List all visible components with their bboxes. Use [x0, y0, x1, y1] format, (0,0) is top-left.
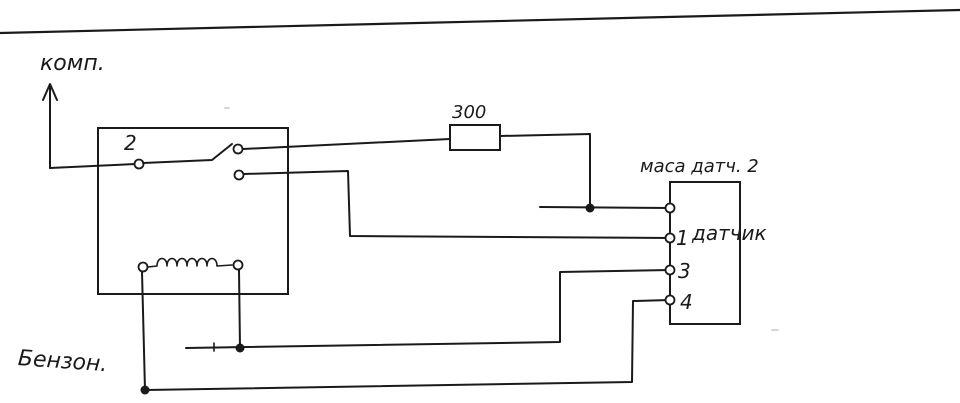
relay-box — [97, 127, 289, 295]
relay-contact-no — [232, 143, 244, 155]
junction-node-bottom — [140, 385, 150, 395]
sensor-datchik-label: датчик — [691, 221, 767, 245]
relay-switch-arm — [142, 143, 233, 164]
wire-coil-left-down — [141, 271, 146, 391]
relay-common-terminal — [133, 158, 145, 170]
resistor-300 — [449, 124, 501, 151]
sensor-pin-4-label: 4 — [680, 290, 693, 314]
komp-arrow-head-icon — [42, 83, 58, 101]
wire-resistor-to-node — [499, 133, 591, 209]
sensor-massa-label: маса датч. 2 — [640, 156, 759, 177]
junction-node-coil — [235, 343, 245, 353]
sensor-terminal-3 — [664, 264, 676, 276]
sensor-box — [669, 181, 741, 325]
coil-terminal-right — [232, 259, 244, 271]
coil-terminal-left — [137, 261, 149, 273]
sensor-pin-3-label: 3 — [678, 259, 691, 283]
wire-coil-right-down — [238, 269, 241, 349]
komp-label: комп. — [40, 51, 105, 76]
wire-contact-to-sensor-pin1 — [243, 170, 671, 239]
relay-pin-2-label: 2 — [124, 131, 137, 155]
wire-contact-to-resistor — [242, 138, 451, 150]
wire-komp-to-pin2 — [49, 163, 137, 169]
wire-massa-to-sensor — [539, 206, 671, 209]
resistor-value-label: 300 — [452, 102, 486, 123]
coil-winding-icon — [147, 257, 233, 268]
benzon-label: Бензон. — [17, 346, 108, 377]
wire-bottom-line — [144, 299, 671, 391]
sensor-pin-1-label: 1 — [676, 226, 689, 250]
paper-top-edge — [0, 8, 960, 35]
sensor-terminal-4 — [664, 294, 676, 306]
sensor-terminal-1 — [664, 232, 676, 244]
sensor-terminal-massa — [664, 202, 676, 214]
wire-benzon-line — [185, 269, 671, 349]
relay-contact-nc — [233, 169, 245, 181]
